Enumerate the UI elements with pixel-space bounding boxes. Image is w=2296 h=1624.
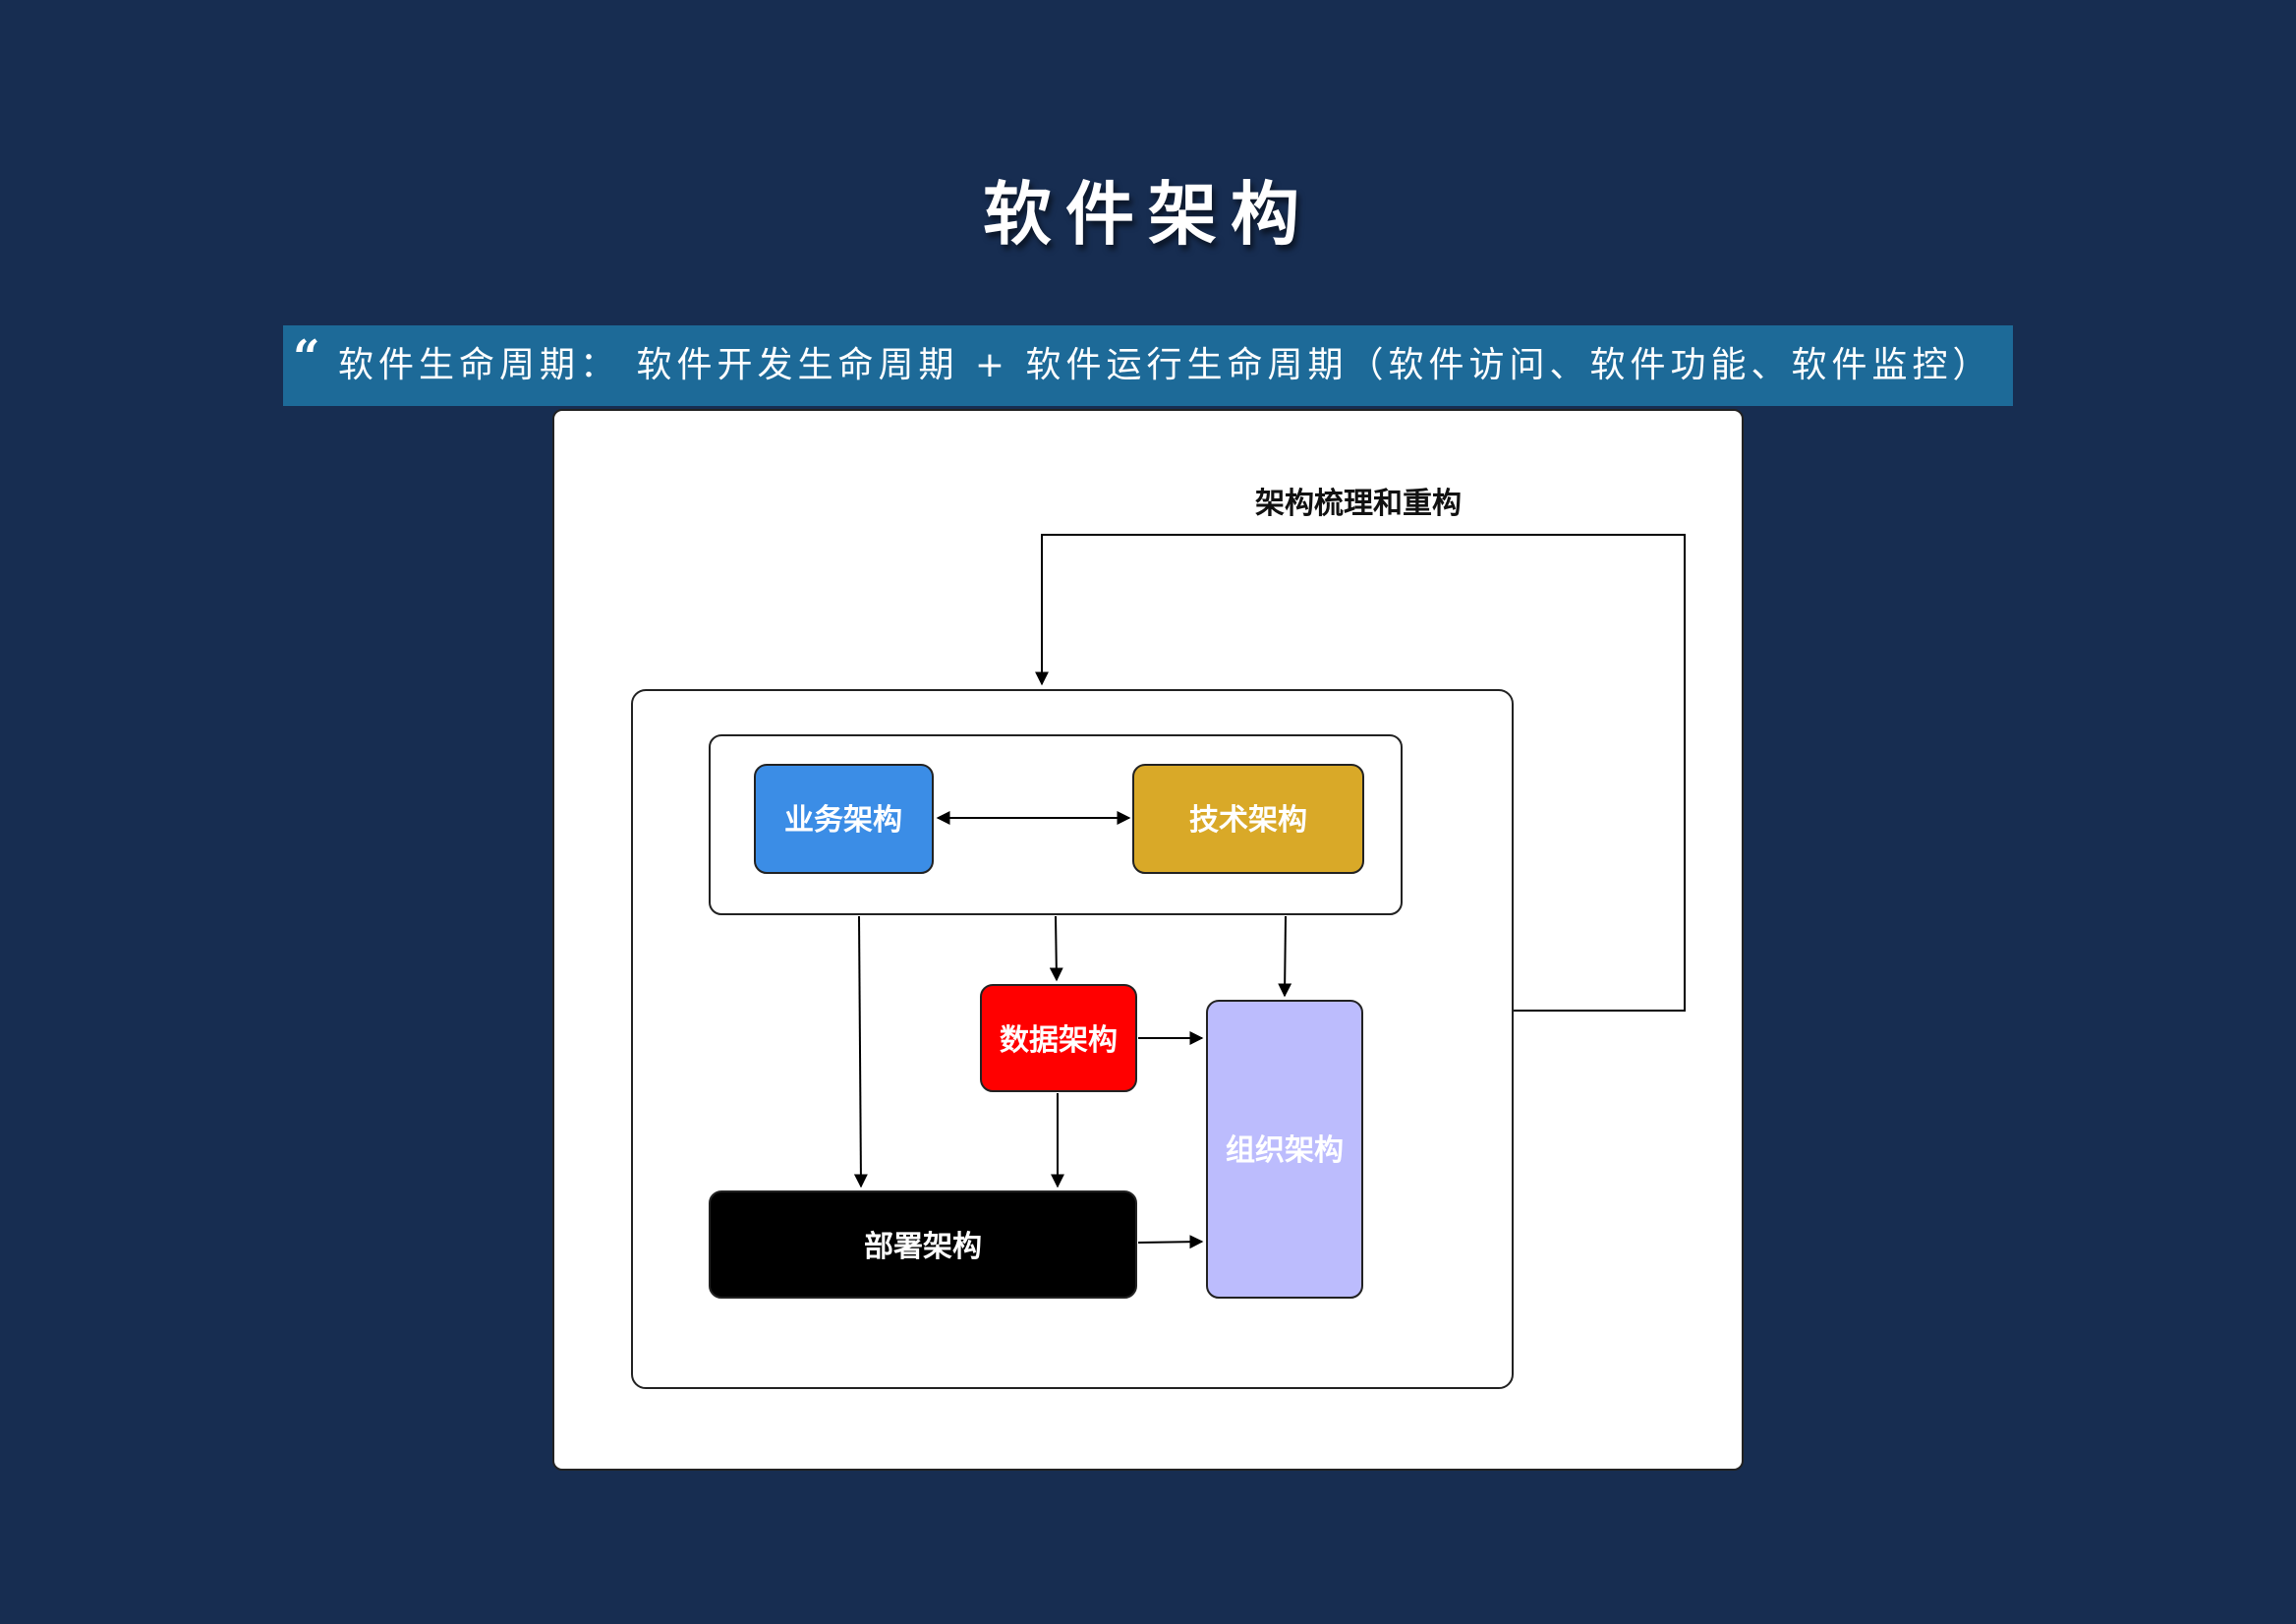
node-deployment: 部署架构 bbox=[709, 1190, 1137, 1299]
node-data: 数据架构 bbox=[980, 984, 1137, 1092]
node-deployment-label: 部署架构 bbox=[864, 1230, 982, 1264]
diagram-panel: 架构梳理和重构 业务架构 技术架构 数据架构 组织架构 bbox=[552, 409, 1744, 1471]
page-title: 软件架构 bbox=[983, 174, 1313, 255]
quote-bar: “ 软件生命周期： 软件开发生命周期 + 软件运行生命周期（软件访问、软件功能、… bbox=[283, 325, 2013, 406]
node-technical-label: 技术架构 bbox=[1189, 803, 1307, 838]
top-to-data-arrow bbox=[1049, 915, 1063, 982]
quote-icon: “ bbox=[293, 330, 320, 385]
loop-label: 架构梳理和重构 bbox=[1255, 487, 1462, 521]
node-business: 业务架构 bbox=[754, 764, 934, 874]
node-business-label: 业务架构 bbox=[784, 803, 902, 838]
refactor-loop-arrow bbox=[1035, 534, 1686, 1012]
node-data-label: 数据架构 bbox=[1000, 1023, 1118, 1058]
deployment-to-organization-arrow bbox=[1137, 1235, 1204, 1249]
node-organization-label: 组织架构 bbox=[1226, 1133, 1344, 1168]
quote-text: 软件生命周期： 软件开发生命周期 + 软件运行生命周期（软件访问、软件功能、软件… bbox=[338, 345, 1993, 385]
top-to-deployment-arrow bbox=[853, 915, 868, 1189]
node-organization: 组织架构 bbox=[1206, 1000, 1363, 1299]
node-technical: 技术架构 bbox=[1132, 764, 1364, 874]
top-to-organization-arrow bbox=[1278, 915, 1292, 998]
architecture-diagram: 架构梳理和重构 业务架构 技术架构 数据架构 组织架构 bbox=[631, 487, 1686, 1389]
